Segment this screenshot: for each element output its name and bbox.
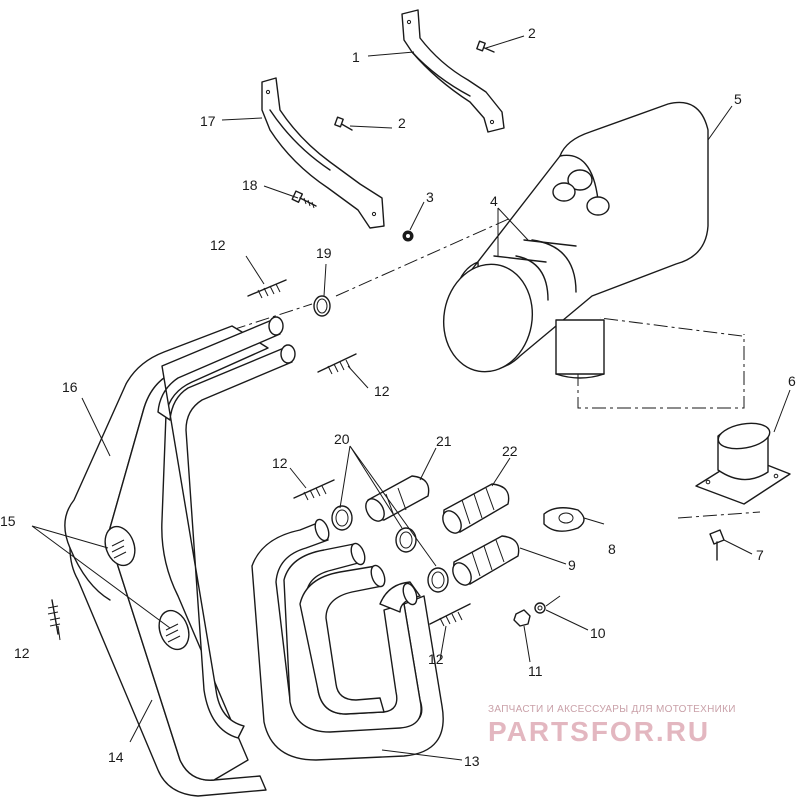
gasket-part-8 — [543, 507, 585, 532]
callout-7: 7 — [756, 547, 764, 563]
callout-9: 9 — [568, 557, 576, 573]
coupler-part-22 — [442, 483, 510, 534]
spring-part-12-c — [293, 479, 335, 501]
coupler-part-9 — [452, 535, 520, 586]
callout-5: 5 — [734, 91, 742, 107]
callout-8: 8 — [608, 541, 616, 557]
leader-lines — [31, 35, 791, 761]
watermark-brand-logo: PARTSFOR.RU — [488, 716, 711, 747]
shield-fastener-part-15-lower — [158, 609, 190, 651]
alignment-line-muffler-outlet — [577, 317, 745, 409]
callout-12-b: 12 — [374, 383, 390, 399]
alignment-line-bolt-7 — [677, 511, 761, 519]
clamp-bolt-part-18 — [291, 190, 317, 209]
watermark: ЗАПЧАСТИ И АКСЕССУАРЫ ДЛЯ МОТОТЕХНИКИ PA… — [488, 704, 788, 747]
callout-labels: 1 2 2 3 4 5 6 7 8 9 10 11 12 12 12 12 12… — [0, 25, 796, 769]
muffler-part-5 — [442, 101, 709, 379]
muffler-clamp-part-1 — [401, 9, 505, 133]
callout-2-upper: 2 — [528, 25, 536, 41]
spring-part-12-b — [317, 353, 357, 375]
callout-12-d: 12 — [428, 651, 444, 667]
spring-part-12-d — [429, 603, 471, 627]
watermark-caption: ЗАПЧАСТИ И АКСЕССУАРЫ ДЛЯ МОТОТЕХНИКИ — [488, 704, 736, 715]
callout-13: 13 — [464, 753, 480, 769]
callout-12-e: 12 — [14, 645, 30, 661]
spring-part-12-e — [47, 599, 61, 635]
muffler-clamp-part-17 — [261, 77, 385, 229]
clamp-bolt-part-2-lower — [334, 116, 353, 131]
callout-17: 17 — [200, 113, 216, 129]
callout-19: 19 — [316, 245, 332, 261]
callout-3: 3 — [426, 189, 434, 205]
sealing-rings-part-20 — [331, 505, 449, 593]
callout-22: 22 — [502, 443, 518, 459]
nut-part-11 — [513, 609, 531, 627]
washer-part-10 — [534, 602, 546, 614]
callout-12-a: 12 — [210, 237, 226, 253]
outlet-boot-part-6 — [695, 422, 791, 505]
headpipe-assembly-part-13 — [157, 316, 444, 761]
callout-18: 18 — [242, 177, 258, 193]
shield-fastener-part-15-upper — [104, 525, 136, 567]
bolt-part-7 — [709, 529, 725, 561]
callout-20: 20 — [334, 431, 350, 447]
muffler-spring-part-4 — [493, 239, 577, 263]
spring-part-12-a — [247, 279, 287, 299]
callout-14: 14 — [108, 749, 124, 765]
nut-part-3 — [402, 230, 414, 242]
sealing-ring-part-19 — [313, 295, 331, 317]
callout-10: 10 — [590, 625, 606, 641]
callout-4: 4 — [490, 193, 498, 209]
callout-6: 6 — [788, 373, 796, 389]
callout-1: 1 — [352, 49, 360, 65]
callout-15: 15 — [0, 513, 16, 529]
callout-16: 16 — [62, 379, 78, 395]
clamp-bolt-part-2-upper — [476, 40, 495, 53]
callout-2-lower: 2 — [398, 115, 406, 131]
callout-11: 11 — [528, 663, 543, 679]
coupler-part-21 — [365, 475, 430, 522]
callout-12-c: 12 — [272, 455, 288, 471]
callout-21: 21 — [436, 433, 452, 449]
